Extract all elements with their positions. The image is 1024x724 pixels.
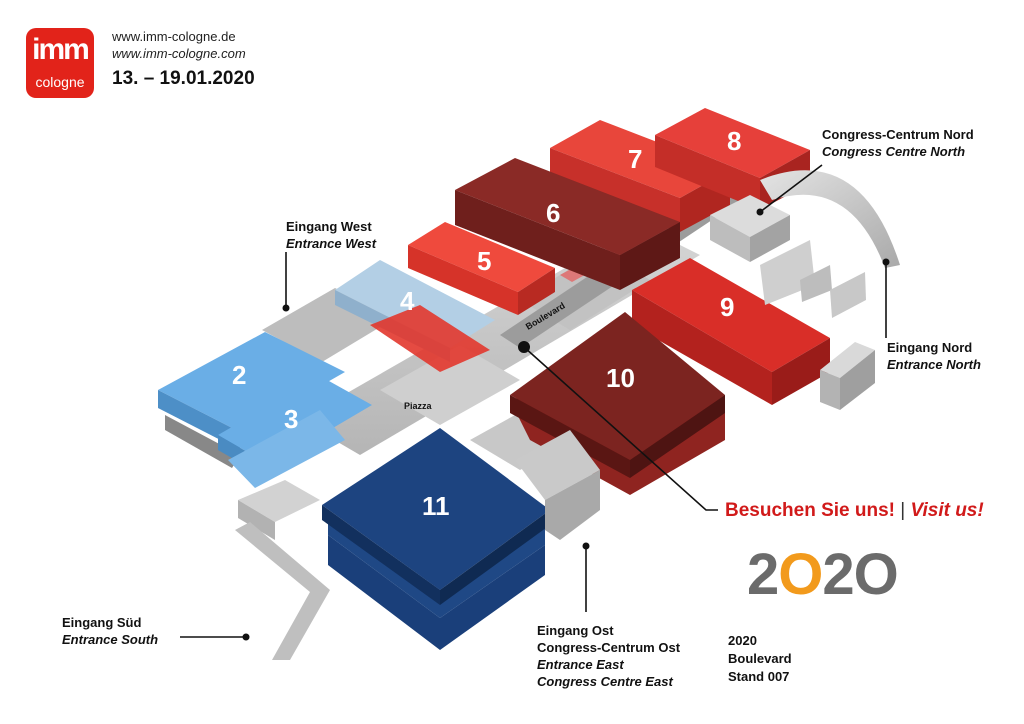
entrance-east-label: Eingang Ost Congress-Centrum Ost Entranc… xyxy=(537,622,680,690)
north-entrance-block xyxy=(820,342,875,410)
congress-east-block xyxy=(515,430,600,540)
entrance-east-en: Entrance East xyxy=(537,657,624,672)
hall-6-shape xyxy=(455,158,680,290)
imm-cologne-logo: imm cologne xyxy=(26,28,94,98)
congress-east-de: Congress-Centrum Ost xyxy=(537,640,681,655)
stand-location: Boulevard xyxy=(728,651,792,666)
hall-9-number: 9 xyxy=(720,292,734,322)
hall-3-number: 3 xyxy=(284,404,298,434)
fair-dates: 13. – 19.01.2020 xyxy=(112,68,255,89)
hall-8-number: 8 xyxy=(727,126,741,156)
hall-5-number: 5 xyxy=(477,246,491,276)
hall-2-number: 2 xyxy=(232,360,246,390)
entrance-south-en: Entrance South xyxy=(62,632,159,647)
hall-10-number: 10 xyxy=(606,363,635,393)
hall-7-number: 7 xyxy=(628,144,642,174)
logo-subtitle: cologne xyxy=(35,74,85,90)
entrance-west-en: Entrance West xyxy=(286,236,377,251)
entrance-north-label: Eingang Nord Entrance North xyxy=(887,339,981,373)
entrance-south-label: Eingang Süd Entrance South xyxy=(62,614,158,648)
congress-north-de: Congress-Centrum Nord xyxy=(822,127,974,142)
year-2020-logo: 2O2O xyxy=(747,542,899,607)
stand-number: Stand 007 xyxy=(728,669,790,684)
visit-us-callout: Besuchen Sie uns! | Visit us! xyxy=(725,499,984,523)
visit-us-separator: | xyxy=(900,500,906,521)
hall-6-number: 6 xyxy=(546,198,560,228)
logo-mark: imm xyxy=(32,33,90,66)
pointer-lines xyxy=(180,164,887,638)
website-de-link[interactable]: www.imm-cologne.de xyxy=(112,29,236,44)
entrance-west-label: Eingang West Entrance West xyxy=(286,218,376,252)
website-com-link[interactable]: www.imm-cologne.com xyxy=(112,46,246,61)
congress-north-label: Congress-Centrum Nord Congress Centre No… xyxy=(822,126,974,160)
stand-company: 2020 xyxy=(728,633,757,648)
hall-4-shape xyxy=(335,260,495,372)
congress-north-block xyxy=(710,170,900,318)
congress-east-en: Congress Centre East xyxy=(537,674,673,689)
congress-north-en: Congress Centre North xyxy=(822,144,966,159)
entrance-north-en: Entrance North xyxy=(887,357,981,372)
hall-11-number: 11 xyxy=(422,491,450,521)
entrance-east-de: Eingang Ost xyxy=(537,623,614,638)
entrance-south-de: Eingang Süd xyxy=(62,615,142,630)
hall-3-shape xyxy=(218,376,372,488)
hall-9-shape xyxy=(632,258,830,405)
piazza-label: Piazza xyxy=(404,401,433,411)
south-entrance-walkway xyxy=(235,480,330,660)
stand-info: 2020 Boulevard Stand 007 xyxy=(728,632,792,686)
visit-us-de: Besuchen Sie uns! xyxy=(725,500,895,521)
visit-us-en: Visit us! xyxy=(910,500,984,521)
entrance-west-de: Eingang West xyxy=(286,219,372,234)
pointer-dots xyxy=(242,208,890,641)
hall-4-number: 4 xyxy=(400,286,415,316)
entrance-north-de: Eingang Nord xyxy=(887,340,973,355)
hall-11-shape xyxy=(322,428,550,650)
hall-5-shape xyxy=(408,222,555,315)
